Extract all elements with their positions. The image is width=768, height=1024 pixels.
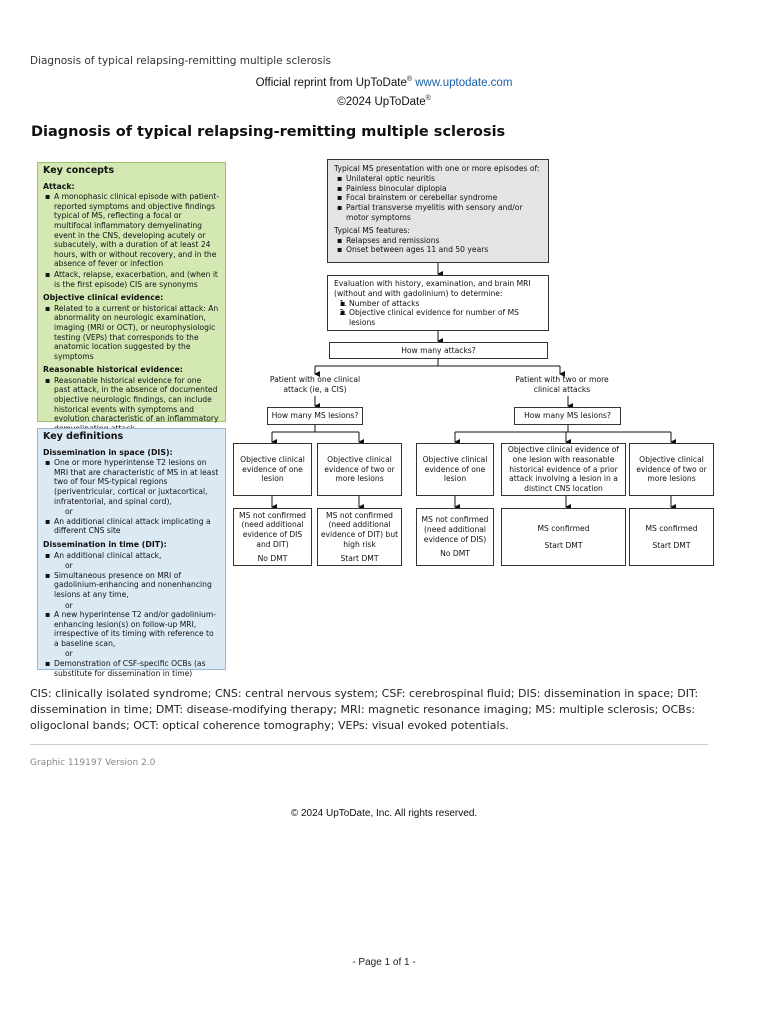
or-text: or [65, 649, 73, 659]
key-definitions-heading: Key definitions [43, 431, 124, 442]
outcome-action: Start DMT [652, 540, 691, 550]
outcome-box-3: MS not confirmed (need additional eviden… [416, 508, 494, 566]
outcome-status: MS confirmed [645, 523, 698, 533]
or-text: or [65, 561, 73, 571]
or-text: or [65, 507, 73, 517]
list-item: Focal brainstem or cerebellar syndrome [337, 193, 542, 203]
or-text: or [65, 600, 73, 610]
abbreviations-footnote: CIS: clinically isolated syndrome; CNS: … [30, 687, 699, 732]
one-attack-label: Patient with one clinical attack (ie, a … [269, 375, 361, 394]
list-item: Unilateral optic neuritis [337, 174, 542, 184]
evaluation-box: Evaluation with history, examination, an… [327, 275, 549, 331]
evaluation-list: Number of attacks Objective clinical evi… [334, 299, 542, 328]
evidence-box-1: Objective clinical evidence of one lesio… [233, 443, 312, 496]
list-item: Related to a current or historical attac… [45, 304, 220, 362]
list-item: Objective clinical evidence for number o… [340, 308, 542, 328]
outcome-box-1: MS not confirmed (need additional eviden… [233, 508, 312, 566]
list-item: Demonstration of CSF-specific OCBs (as s… [45, 659, 220, 678]
list-item: A monophasic clinical episode with patie… [45, 192, 220, 269]
key-concepts-panel: Key concepts Attack: A monophasic clinic… [37, 162, 226, 433]
list-item: Simultaneous presence on MRI of gadolini… [45, 571, 220, 600]
list-item: Painless binocular diplopia [337, 184, 542, 194]
historical-evidence-heading: Reasonable historical evidence: [43, 365, 183, 375]
uptodate-link[interactable]: www.uptodate.com [415, 76, 513, 89]
dis-list: One or more hyperintense T2 lesions on M… [43, 458, 220, 536]
document-title: Diagnosis of typical relapsing-remitting… [31, 124, 506, 140]
how-many-lesions-box-left: How many MS lesions? [267, 407, 363, 425]
features-list: Relapses and remissions Onset between ag… [334, 236, 542, 256]
how-many-attacks-box: How many attacks? [329, 342, 548, 359]
graphic-id: Graphic 119197 Version 2.0 [30, 758, 156, 768]
key-definitions-panel: Key definitions Dissemination in space (… [37, 428, 226, 678]
two-attacks-label: Patient with two or more clinical attack… [515, 375, 609, 394]
reprint-prefix: Official reprint from UpToDate [255, 76, 407, 89]
dis-heading: Dissemination in space (DIS): [43, 447, 173, 457]
presentation-list: Unilateral optic neuritis Painless binoc… [334, 174, 542, 223]
how-many-lesions-box-right: How many MS lesions? [514, 407, 621, 425]
outcome-status: MS not confirmed (need additional eviden… [320, 510, 399, 549]
list-item: Number of attacks [340, 299, 542, 309]
evidence-box-3: Objective clinical evidence of one lesio… [416, 443, 494, 496]
evidence-box-4: Objective clinical evidence of one lesio… [501, 443, 626, 496]
copyright-line: ©2024 UpToDate [337, 95, 426, 108]
registered-mark-2: ® [425, 94, 431, 102]
copyright-footer: © 2024 UpToDate, Inc. All rights reserve… [290, 808, 478, 819]
dit-list: An additional clinical attack, or Simult… [43, 551, 220, 679]
list-item: Attack, relapse, exacerbation, and (when… [45, 270, 220, 289]
attack-heading: Attack: [43, 181, 75, 191]
objective-evidence-heading: Objective clinical evidence: [43, 293, 164, 303]
reprint-notice: Official reprint from UpToDate® www.upto… [0, 72, 768, 110]
list-item: Onset between ages 11 and 50 years [337, 245, 542, 255]
presentation-title: Typical MS presentation with one or more… [334, 164, 540, 173]
objective-list: Related to a current or historical attac… [43, 304, 220, 362]
outcome-box-2: MS not confirmed (need additional eviden… [317, 508, 402, 566]
attack-list: A monophasic clinical episode with patie… [43, 192, 220, 289]
divider [30, 744, 708, 745]
outcome-status: MS not confirmed (need additional eviden… [239, 510, 306, 549]
outcome-box-4: MS confirmed Start DMT [501, 508, 626, 566]
dit-heading: Dissemination in time (DIT): [43, 539, 167, 549]
presentation-box: Typical MS presentation with one or more… [327, 159, 549, 263]
list-item: An additional clinical attack implicatin… [45, 517, 220, 536]
evidence-box-2: Objective clinical evidence of two or mo… [317, 443, 402, 496]
list-item: Relapses and remissions [337, 236, 542, 246]
outcome-action: Start DMT [340, 553, 379, 563]
outcome-action: Start DMT [544, 540, 583, 550]
features-title: Typical MS features: [334, 225, 410, 235]
list-item: An additional clinical attack, [45, 551, 220, 561]
list-item: One or more hyperintense T2 lesions on M… [45, 458, 220, 506]
list-item: A new hyperintense T2 and/or gadolinium-… [45, 610, 220, 648]
list-item: Partial transverse myelitis with sensory… [337, 203, 542, 223]
outcome-box-5: MS confirmed Start DMT [629, 508, 714, 566]
registered-mark: ® [406, 76, 413, 83]
key-concepts-heading: Key concepts [43, 165, 115, 176]
evidence-box-5: Objective clinical evidence of two or mo… [629, 443, 714, 496]
evaluation-title: Evaluation with history, examination, an… [334, 279, 531, 298]
outcome-status: MS not confirmed (need additional eviden… [421, 515, 489, 544]
outcome-action: No DMT [257, 553, 288, 563]
outcome-action: No DMT [440, 548, 470, 558]
outcome-status: MS confirmed [537, 523, 590, 533]
print-header-title: Diagnosis of typical relapsing-remitting… [30, 55, 331, 67]
page-number: - Page 1 of 1 - [352, 957, 416, 968]
